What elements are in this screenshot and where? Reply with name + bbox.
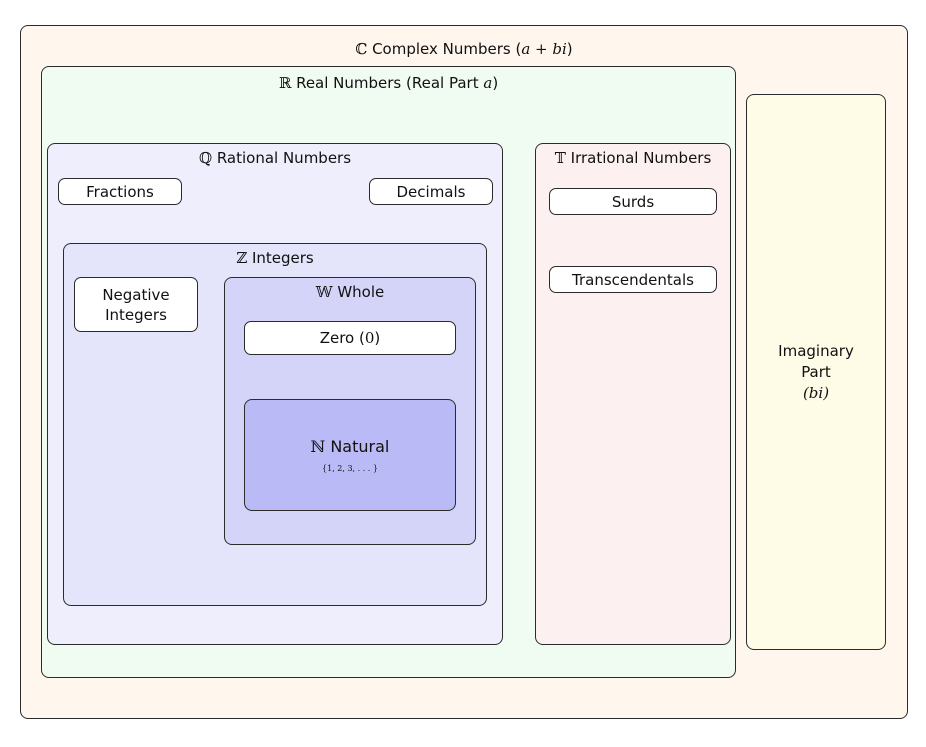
natural-label: Natural — [325, 437, 390, 456]
decimals-node: Decimals — [369, 178, 493, 205]
natural-numbers-box: ℕ Natural {1, 2, 3, . . . } — [244, 399, 456, 511]
irrational-numbers-title: 𝕋 Irrational Numbers — [536, 149, 730, 167]
zero-label-close: ) — [374, 329, 381, 347]
zero-value: 0 — [364, 329, 375, 347]
rational-label: Rational Numbers — [212, 149, 352, 167]
real-expression: a — [483, 74, 493, 92]
negative-integers-line2: Integers — [105, 305, 167, 324]
complex-expression: a + bi — [521, 40, 567, 58]
irrational-symbol: 𝕋 — [554, 149, 566, 167]
negative-integers-line1: Negative — [102, 285, 170, 304]
imaginary-part-box: Imaginary Part (bi) — [746, 94, 886, 650]
whole-label: Whole — [332, 283, 385, 301]
real-numbers-title: ℝ Real Numbers (Real Part a) — [42, 74, 735, 92]
surds-node: Surds — [549, 188, 717, 215]
whole-numbers-title: 𝕎 Whole — [225, 283, 475, 301]
natural-numbers-title: ℕ Natural — [311, 437, 390, 456]
rational-symbol: ℚ — [198, 149, 213, 167]
negative-integers-node: Negative Integers — [74, 277, 198, 332]
irrational-numbers-box: 𝕋 Irrational Numbers — [535, 143, 731, 645]
real-symbol: ℝ — [278, 74, 292, 92]
transcendentals-node: Transcendentals — [549, 266, 717, 293]
zero-label: Zero ( — [319, 329, 365, 347]
real-label: Real Numbers (Real Part — [291, 74, 484, 92]
integers-title: ℤ Integers — [64, 249, 486, 267]
complex-label: Complex Numbers ( — [367, 40, 522, 58]
imaginary-line1: Imaginary — [778, 341, 854, 360]
complex-numbers-title: ℂ Complex Numbers (a + bi) — [21, 40, 907, 58]
whole-symbol: 𝕎 — [315, 283, 333, 301]
complex-symbol: ℂ — [355, 40, 368, 58]
complex-label-close: ) — [566, 40, 573, 58]
natural-set: {1, 2, 3, . . . } — [322, 464, 378, 473]
real-label-close: ) — [492, 74, 499, 92]
rational-numbers-title: ℚ Rational Numbers — [48, 149, 502, 167]
irrational-label: Irrational Numbers — [565, 149, 712, 167]
integers-label: Integers — [247, 249, 314, 267]
imaginary-line2: Part — [801, 362, 831, 381]
integers-symbol: ℤ — [236, 249, 248, 267]
natural-symbol: ℕ — [310, 437, 326, 456]
zero-node: Zero (0) — [244, 321, 456, 355]
imaginary-line3: (bi) — [802, 383, 830, 402]
fractions-node: Fractions — [58, 178, 182, 205]
